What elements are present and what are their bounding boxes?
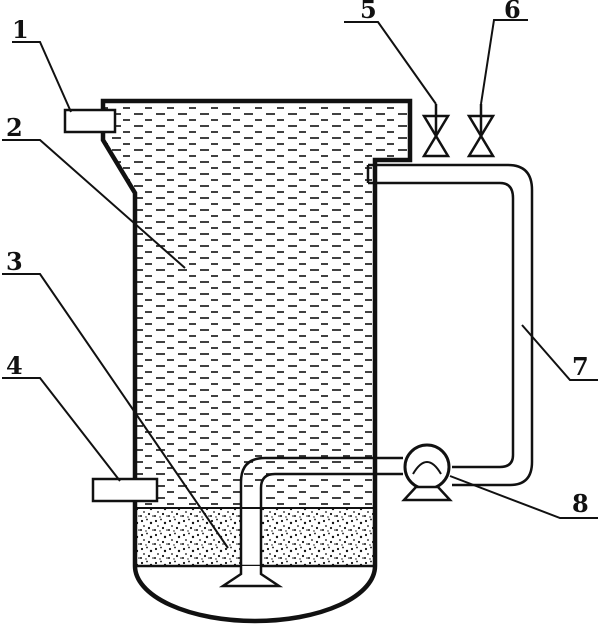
port-4 [91, 477, 159, 503]
label-7: 7 [572, 352, 589, 381]
leader-1 [12, 41, 72, 113]
leader-7 [521, 324, 598, 381]
return-pipe-inner [259, 472, 403, 566]
return-pipe-outer [239, 456, 403, 566]
inner-tube-clear [241, 490, 261, 566]
vessel-wall [100, 98, 413, 624]
leader-8 [449, 475, 598, 519]
leader-5 [344, 21, 437, 105]
label-3: 3 [6, 247, 23, 276]
label-2: 2 [6, 113, 23, 142]
circulation-pipe-outer [368, 163, 534, 487]
leader-6 [480, 19, 528, 105]
pump-8-base [401, 485, 453, 502]
label-5: 5 [360, 0, 377, 24]
port-1 [63, 108, 117, 134]
label-4: 4 [6, 351, 23, 380]
pump-8-inner-arc [412, 461, 442, 475]
pump-8 [403, 443, 451, 491]
leader-4 [2, 377, 121, 482]
distributor-nozzle [218, 566, 284, 588]
label-1: 1 [12, 15, 29, 44]
circulation-pipe-inner [368, 181, 515, 469]
leader-3 [2, 273, 229, 549]
liquid-region [103, 104, 410, 508]
leader-2 [2, 139, 186, 269]
label-8: 8 [572, 489, 589, 518]
label-6: 6 [504, 0, 521, 24]
